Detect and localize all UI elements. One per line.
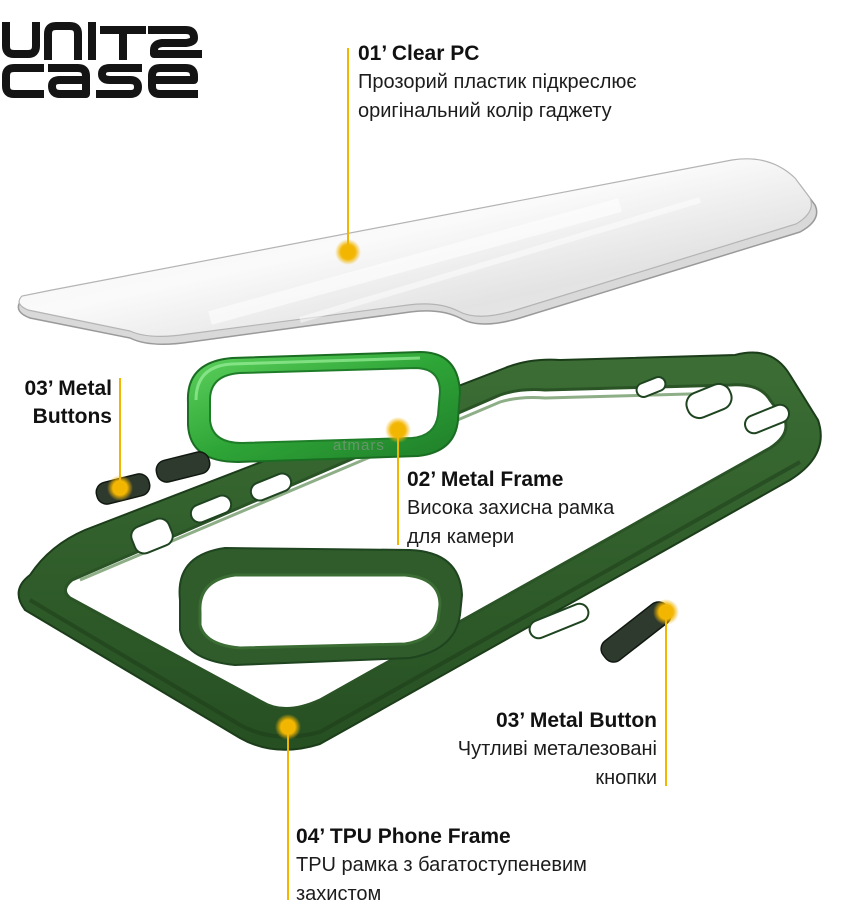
tpu-phone-frame	[17, 351, 822, 751]
callout-tpu-frame: 04’ TPU Phone Frame TPU рамка з багатост…	[296, 823, 587, 909]
callout-title: 02’ Metal Frame	[407, 468, 564, 491]
callout-desc-line: кнопки	[595, 767, 657, 789]
unit2case-logo	[2, 22, 202, 98]
callout-desc-line: для камери	[407, 526, 515, 548]
callout-metal-frame: 02’ Metal Frame Висока захисна рамка для…	[407, 466, 614, 552]
callout-metal-buttons: 03’ Metal Buttons	[0, 375, 112, 431]
callout-desc-line: Прозорий пластик підкреслює	[358, 71, 637, 93]
callout-desc-line: захистом	[296, 883, 382, 905]
callout-title: 01’ Clear PC	[358, 42, 480, 65]
callout-title: 04’ TPU Phone Frame	[296, 825, 511, 848]
callout-metal-button: 03’ Metal Button Чутливі металезовані кн…	[380, 707, 657, 793]
watermark-text: atmars	[333, 437, 385, 454]
callout-dots	[107, 239, 679, 740]
clear-pc-plate	[17, 158, 818, 345]
callout-title: 03’ Metal Button	[495, 709, 657, 732]
callout-desc-line: Висока захисна рамка	[407, 497, 615, 519]
callout-desc-line: TPU рамка з багатоступеневим	[296, 854, 587, 876]
metal-camera-ring	[186, 350, 462, 464]
callout-clear-pc: 01’ Clear PC Прозорий пластик підкреслює…	[358, 40, 637, 126]
callout-pointers	[119, 48, 667, 900]
callout-desc-line: оригінальний колір гаджету	[358, 100, 612, 122]
callout-desc-line: Чутливі металезовані	[457, 738, 657, 760]
callout-title-line: 03’ Metal	[24, 377, 112, 400]
callout-title-line: Buttons	[32, 405, 112, 428]
